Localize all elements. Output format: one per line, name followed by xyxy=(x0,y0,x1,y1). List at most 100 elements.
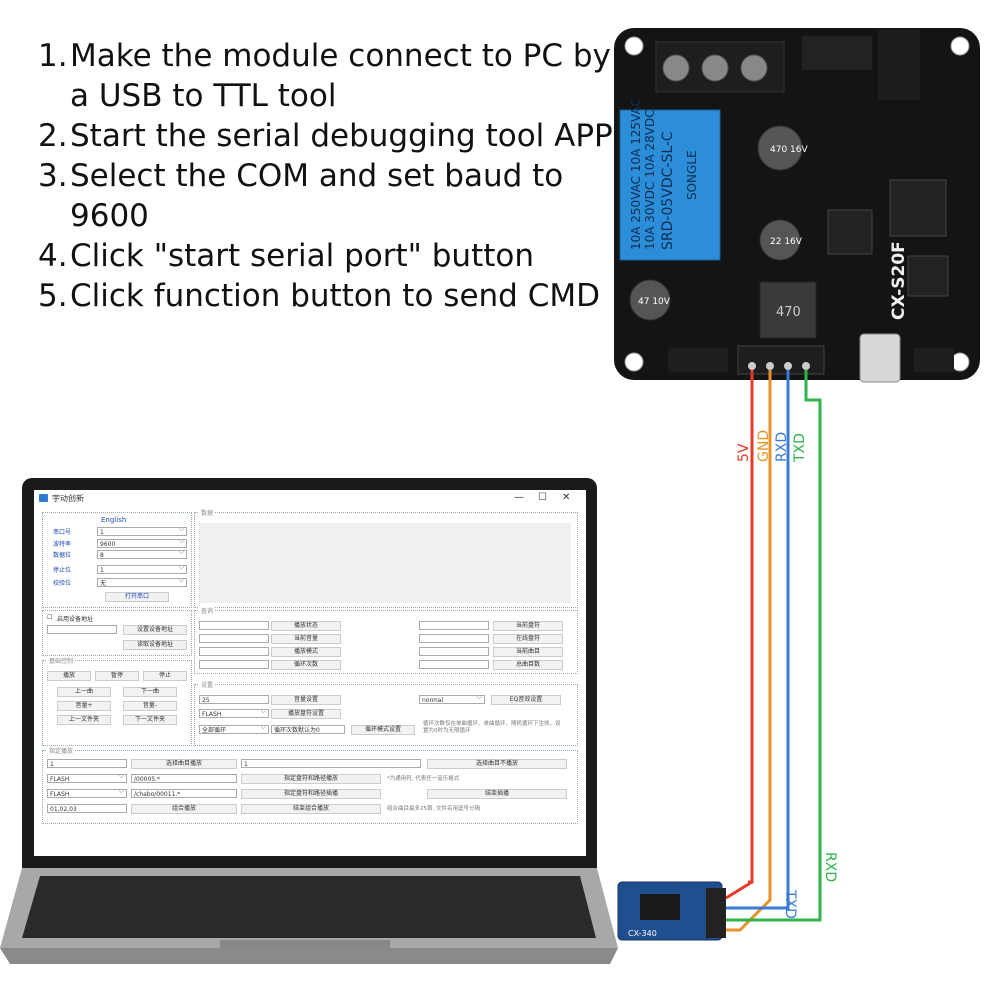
step-4: 4.Click "start serial port" button xyxy=(38,238,534,274)
online-drive-button[interactable]: 在线盘符 xyxy=(493,634,563,644)
loop-count-input[interactable]: 循环次数默认为0 xyxy=(271,725,345,734)
prev-track-button[interactable]: 上一曲 xyxy=(57,687,111,697)
read-device-address-button[interactable]: 读取设备地址 xyxy=(123,640,187,650)
track-input[interactable]: 1 xyxy=(47,759,127,768)
stop-bits-select[interactable]: 1 xyxy=(97,563,187,574)
play-path-button[interactable]: 指定盘符和路径播放 xyxy=(241,774,381,784)
step-1: 1.Make the module connect to PC by a USB… xyxy=(38,38,611,114)
baud-select[interactable]: 9600 xyxy=(97,537,187,548)
step-5: 5.Click function button to send CMD xyxy=(38,278,600,314)
end-combo-button[interactable]: 结束组合播放 xyxy=(241,804,381,814)
inductor-label: 470 xyxy=(776,305,801,320)
loop-note: 循环次数仅在单曲循环、单曲循环、随机循环下生效，设置为0时为无限循环 xyxy=(423,721,561,734)
next-folder-button[interactable]: 下一文件夹 xyxy=(123,715,177,725)
device-address-group: ☐ 启用设备地址 设置设备地址 读取设备地址 xyxy=(42,610,192,656)
serial-settings-group: English 串口号 1 波特率 9600 数据位 8 停止位 1 校验位 无… xyxy=(42,512,192,608)
loop-count-field xyxy=(199,660,269,669)
app-logo-icon xyxy=(39,494,48,502)
set-device-address-button[interactable]: 设置设备地址 xyxy=(123,625,187,635)
pause-button[interactable]: 暂停 xyxy=(95,671,139,681)
loop-mode-select[interactable]: 全部循环 xyxy=(199,723,269,734)
online-drive-field xyxy=(419,634,489,643)
total-tracks-button[interactable]: 总曲目数 xyxy=(493,660,563,670)
data-bits-select[interactable]: 8 xyxy=(97,548,187,559)
cap-top-label: 470 16V xyxy=(770,145,808,155)
relay-line2: 10A 30VDC 10A 28VDC xyxy=(643,109,657,250)
maximize-icon[interactable]: ☐ xyxy=(538,492,547,503)
enable-device-label: 启用设备地址 xyxy=(57,616,94,623)
pin-label-rxd: RXD xyxy=(774,432,790,462)
wire-txd xyxy=(726,370,822,922)
select-track-no-play-button[interactable]: 选择曲目不播放 xyxy=(427,759,567,769)
instructions-list: 1.Make the module connect to PC by a USB… xyxy=(38,36,618,316)
cap-left-label: 47 10V xyxy=(638,297,671,307)
current-drive-field xyxy=(419,621,489,630)
stop-button[interactable]: 停止 xyxy=(143,671,187,681)
end-insert-button[interactable]: 结束插播 xyxy=(427,789,567,799)
port-select[interactable]: 1 xyxy=(97,525,187,536)
loop-count-button[interactable]: 循环次数 xyxy=(271,660,341,670)
board-model-label: CX-S20F xyxy=(889,241,909,320)
volume-set-button[interactable]: 音量设置 xyxy=(271,695,341,705)
adapter-model: CX-340 xyxy=(628,929,657,938)
specify-playback-group: 指定播放 1 选择曲目播放 1 选择曲目不播放 FLASH /00005.* 指… xyxy=(42,746,578,824)
relay-model: SRD-05VDC-SL-C xyxy=(660,131,676,250)
prev-folder-button[interactable]: 上一文件夹 xyxy=(57,715,111,725)
play-mode-button[interactable]: 播放模式 xyxy=(271,647,341,657)
data-group: 数据 xyxy=(194,508,578,608)
insert-path-button[interactable]: 指定盘符和路径插播 xyxy=(241,789,381,799)
path-input[interactable]: /00005.* xyxy=(131,774,237,783)
wires xyxy=(725,370,822,932)
step-2: 2.Start the serial debugging tool APP xyxy=(38,118,613,154)
current-drive-button[interactable]: 当前盘符 xyxy=(493,621,563,631)
app-title: 宇动创新 xyxy=(52,493,84,503)
device-address-input[interactable] xyxy=(47,625,117,634)
cap-mid-label: 22 16V xyxy=(770,237,803,247)
volume-field xyxy=(199,634,269,643)
stop-bits-label: 停止位 xyxy=(53,567,72,574)
select-track-play-button[interactable]: 选择曲目播放 xyxy=(131,759,237,769)
query-group-label: 查询 xyxy=(199,606,216,615)
laptop-base xyxy=(0,868,618,964)
combo-play-button[interactable]: 组合播放 xyxy=(131,804,237,814)
wire-5v xyxy=(748,370,754,884)
drive-set-button[interactable]: 播放盘符设置 xyxy=(271,709,341,719)
insert-drive-select[interactable]: FLASH xyxy=(47,787,127,798)
port-label: 串口号 xyxy=(53,529,72,536)
drive-select[interactable]: FLASH xyxy=(199,707,269,718)
parity-select[interactable]: 无 xyxy=(97,576,187,587)
insert-path-input[interactable]: /chabo/00011.* xyxy=(131,789,237,798)
current-track-button[interactable]: 当前曲目 xyxy=(493,647,563,657)
loop-mode-set-button[interactable]: 循环模式设置 xyxy=(351,725,415,735)
settings-group: 设置 25 音量设置 normal EQ音效设置 FLASH 播放盘符设置 全部… xyxy=(194,680,578,746)
play-button[interactable]: 播放 xyxy=(47,671,91,681)
data-textarea[interactable] xyxy=(199,523,571,603)
title-bar: 宇动创新 — ☐ ✕ xyxy=(34,490,586,506)
path-drive-select[interactable]: FLASH xyxy=(47,772,127,783)
next-track-button[interactable]: 下一曲 xyxy=(123,687,177,697)
track-no-play-input[interactable]: 1 xyxy=(241,759,421,768)
combo-tracks-input[interactable]: 01,02,03 xyxy=(47,804,127,813)
total-tracks-field xyxy=(419,660,489,669)
volume-input[interactable]: 25 xyxy=(199,695,269,704)
usb-ttl-adapter: CX-340 xyxy=(617,881,726,941)
current-volume-button[interactable]: 当前音量 xyxy=(271,634,341,644)
minimize-icon[interactable]: — xyxy=(514,492,524,503)
cx-s20f-board: 10A 250VAC 10A 125VAC 10A 30VDC 10A 28VD… xyxy=(614,28,980,383)
play-state-button[interactable]: 播放状态 xyxy=(271,621,341,631)
english-link[interactable]: English xyxy=(101,516,127,524)
eq-set-button[interactable]: EQ音效设置 xyxy=(491,695,561,705)
open-port-button[interactable]: 打开串口 xyxy=(105,592,169,602)
pin-label-gnd: GND xyxy=(756,430,772,462)
volume-down-button[interactable]: 音量- xyxy=(123,701,177,711)
eq-select[interactable]: normal xyxy=(419,693,485,704)
enable-device-checkbox[interactable]: ☐ xyxy=(47,614,53,621)
volume-up-button[interactable]: 音量+ xyxy=(57,701,111,711)
pin-label-txd: TXD xyxy=(792,433,808,463)
relay-line1: 10A 250VAC 10A 125VAC xyxy=(629,98,643,250)
close-icon[interactable]: ✕ xyxy=(562,492,571,503)
baud-label: 波特率 xyxy=(53,541,72,548)
adapter-pin-txd: TXD xyxy=(782,889,798,919)
data-bits-label: 数据位 xyxy=(53,552,72,559)
specify-playback-label: 指定播放 xyxy=(47,746,76,755)
